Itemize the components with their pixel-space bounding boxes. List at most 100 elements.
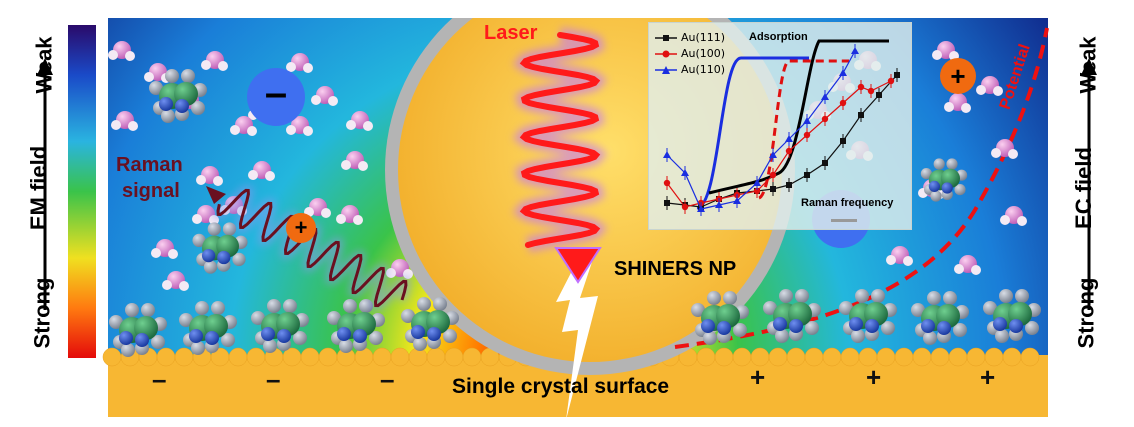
- inset-point: [821, 93, 829, 100]
- water-molecule: [346, 111, 373, 131]
- water-molecule: [341, 151, 368, 171]
- adsorbed-molecule: [911, 291, 969, 345]
- adsorbed-molecule: [251, 299, 309, 353]
- inset-point: [887, 77, 895, 85]
- inset-point: [858, 112, 864, 118]
- inset-point: [804, 172, 810, 178]
- inset-point: [785, 135, 793, 142]
- inset-adsorption-label: Adsorption: [749, 31, 808, 43]
- inset-point: [769, 151, 777, 158]
- water-molecule: [196, 166, 223, 186]
- shiners-label: SHINERS NP: [614, 258, 737, 280]
- inset-point: [867, 87, 875, 95]
- inset-legend-au100: Au(100): [655, 47, 725, 60]
- inset-point: [821, 115, 829, 123]
- inset-point: [681, 169, 689, 176]
- inset-point: [715, 201, 723, 208]
- inset-series-line: [666, 74, 898, 208]
- water-molecule: [991, 139, 1018, 159]
- inset-legend-au111: Au(111): [655, 31, 725, 44]
- cation-sign: +: [294, 215, 308, 240]
- inset-point: [753, 179, 761, 186]
- surface-label: Single crystal surface: [452, 375, 670, 398]
- inset-point: [753, 187, 761, 195]
- inset-panel: Adsorption Raman frequency Au(111) Au(10…: [648, 22, 912, 230]
- inset-point: [894, 72, 900, 78]
- legend-label: Au(111): [681, 31, 726, 44]
- inset-point: [839, 69, 847, 76]
- inset-point: [857, 83, 865, 91]
- inset-point: [822, 160, 828, 166]
- ec-axis-arrow: [1081, 58, 1097, 310]
- inset-point: [803, 117, 811, 124]
- adsorbed-molecule: [983, 289, 1041, 343]
- anion-sign: –: [264, 71, 288, 115]
- adsorbed-molecule: [327, 299, 385, 353]
- inset-point: [681, 203, 689, 211]
- adsorbed-molecule: [691, 291, 749, 345]
- inset-point: [840, 138, 846, 144]
- water-molecule: [162, 271, 189, 291]
- inset-point: [876, 92, 882, 98]
- inset-point: [663, 179, 671, 187]
- water-molecule: [201, 51, 228, 71]
- water-molecule: [111, 111, 138, 131]
- inset-point: [851, 47, 859, 54]
- water-molecule: [311, 86, 338, 106]
- adsorbed-molecule: [149, 69, 207, 123]
- water-molecule: [336, 205, 363, 225]
- water-molecule: [108, 41, 135, 61]
- raman-label-line2: signal: [122, 180, 180, 202]
- adsorbed-molecule: [401, 297, 459, 351]
- adsorbed-molecule: [109, 303, 167, 357]
- inset-point: [733, 197, 741, 204]
- legend-label: Au(100): [681, 47, 726, 60]
- inset-point: [770, 186, 776, 192]
- inset-point: [663, 151, 671, 158]
- inset-point: [786, 182, 792, 188]
- raman-label-line1: Raman: [116, 154, 183, 176]
- legend-label: Au(110): [681, 63, 726, 76]
- inset-point: [803, 131, 811, 139]
- water-molecule: [151, 239, 178, 259]
- water-molecule: [230, 116, 257, 136]
- surface-charge-positive: +: [750, 362, 766, 392]
- surface-charge-negative: –: [152, 364, 167, 394]
- adsorbed-molecule: [839, 289, 897, 343]
- inset-point: [769, 171, 777, 179]
- surface-charge-positive: +: [866, 362, 882, 392]
- surface-charge-negative: –: [380, 364, 395, 394]
- water-molecule: [886, 246, 913, 266]
- inset-raman-frequency-label: Raman frequency: [801, 197, 894, 209]
- adsorbed-molecule: [763, 289, 821, 343]
- water-molecule: [286, 53, 313, 73]
- surface-atom: [1020, 347, 1040, 367]
- inset-legend-au110: Au(110): [655, 63, 725, 76]
- anion-left: –: [247, 68, 305, 126]
- adsorbed-molecule: [192, 222, 248, 274]
- surface-charge-negative: –: [266, 364, 281, 394]
- cation-sign: +: [950, 61, 966, 91]
- inset-point: [697, 205, 705, 212]
- cation-left: +: [286, 213, 316, 243]
- surface-charge-positive: +: [980, 362, 996, 392]
- laser-label: Laser: [484, 22, 538, 44]
- inset-point: [664, 200, 670, 206]
- inset-plot: [663, 39, 900, 222]
- cation-right: +: [940, 58, 976, 94]
- water-molecule: [944, 93, 971, 113]
- water-molecule: [286, 116, 313, 136]
- water-molecule: [248, 161, 275, 181]
- water-molecule: [1000, 206, 1027, 226]
- water-molecule: [976, 76, 1003, 96]
- water-molecule: [954, 255, 981, 275]
- em-axis-arrow: [37, 58, 53, 310]
- adsorbed-molecule: [179, 301, 237, 355]
- inset-point: [785, 147, 793, 155]
- adsorbed-molecule: [920, 158, 968, 202]
- inset-series-line: [666, 50, 856, 210]
- inset-point: [839, 99, 847, 107]
